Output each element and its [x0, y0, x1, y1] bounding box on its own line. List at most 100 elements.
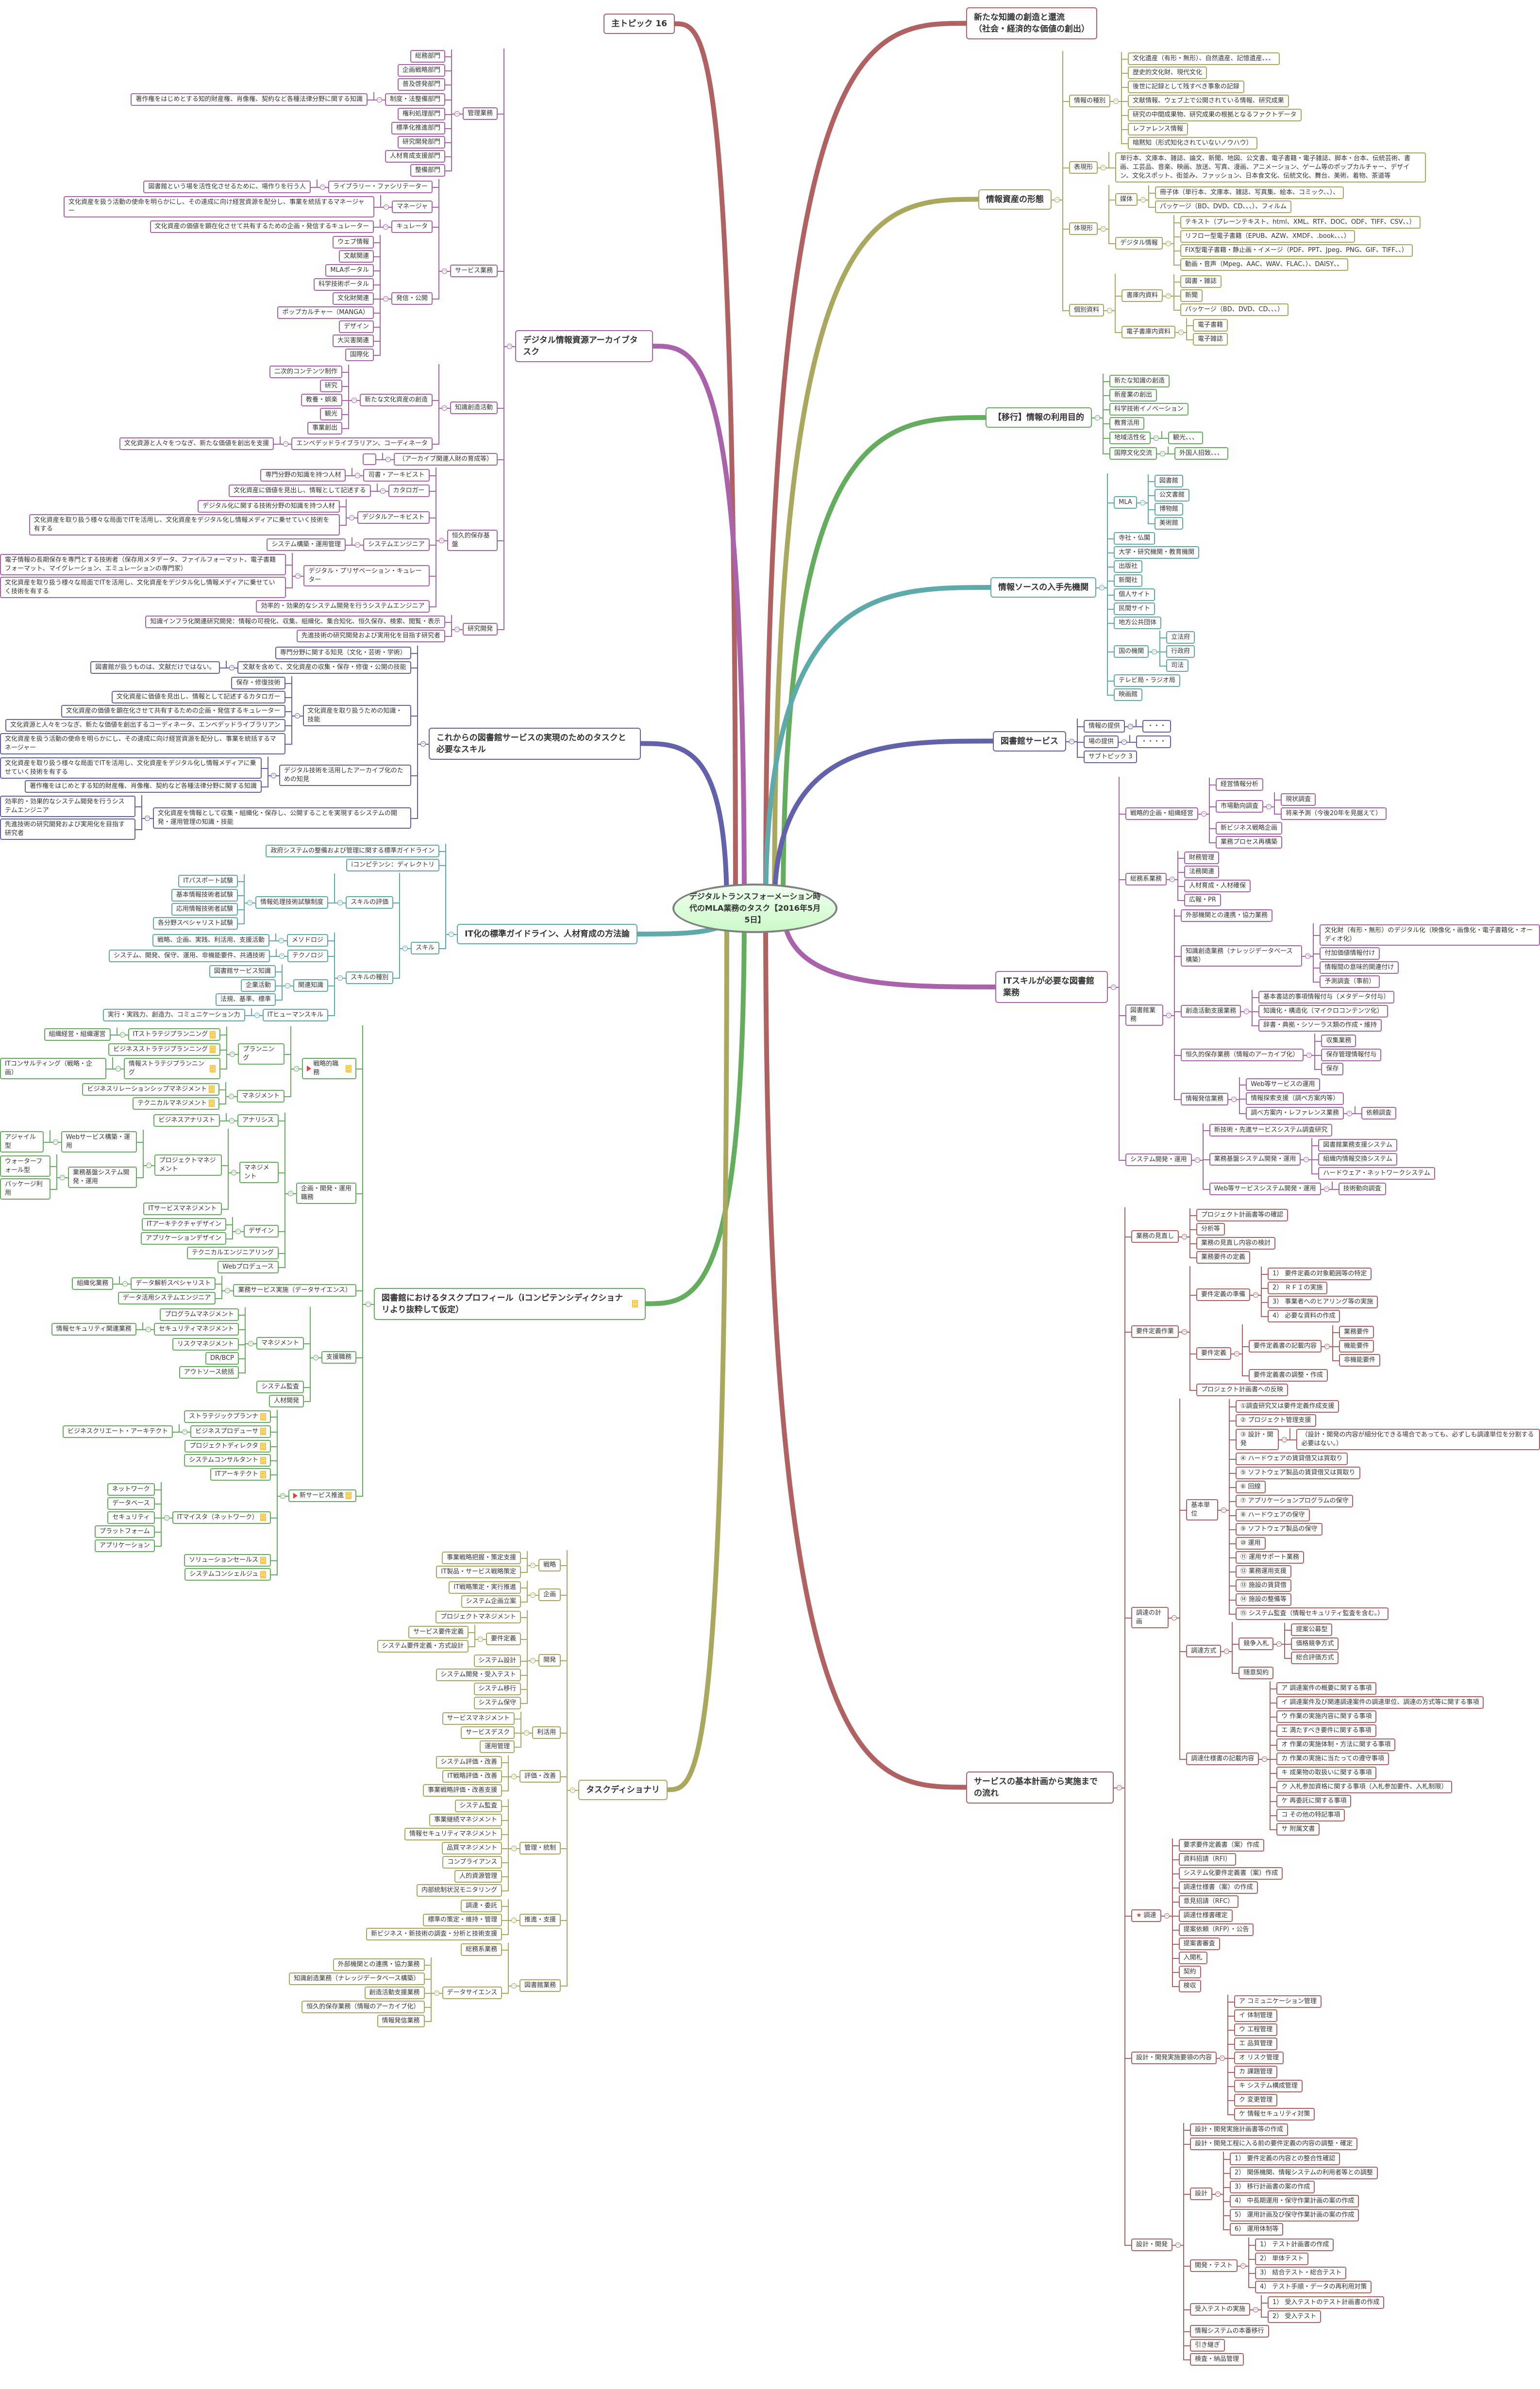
collapse-toggle[interactable]: −: [122, 1281, 128, 1286]
topic-node[interactable]: 表現形: [1069, 161, 1098, 174]
topic-node[interactable]: 法規、基準、標準: [216, 993, 276, 1006]
topic-node[interactable]: ITパスポート試験: [178, 875, 238, 887]
topic-node[interactable]: 情報システムの本番移行: [1189, 2325, 1269, 2338]
topic-node[interactable]: メソドロジ: [287, 934, 329, 947]
collapse-toggle[interactable]: −: [283, 441, 289, 447]
topic-node[interactable]: リフロー型電子書籍（EPUB、AZW、XMDF、.book、、、）: [1180, 230, 1355, 243]
topic-node[interactable]: コ その他の特記事項: [1276, 1808, 1345, 1821]
topic-node[interactable]: 4） テスト手順・データの再利用対策: [1255, 2280, 1372, 2293]
topic-node[interactable]: プログラムマネジメント: [160, 1308, 239, 1321]
collapse-toggle[interactable]: −: [420, 741, 426, 747]
topic-node[interactable]: ソリューションセールス: [184, 1554, 271, 1567]
topic-node[interactable]: 図書館: [1154, 475, 1183, 487]
topic-node[interactable]: 知識創造活動: [450, 401, 498, 414]
collapse-toggle[interactable]: −: [1282, 1437, 1288, 1442]
topic-node[interactable]: ⑬ 施設の賃貸借: [1235, 1579, 1291, 1592]
topic-node[interactable]: 文化遺産（有形・無形）、自然遺産、記憶遺産、、、: [1128, 52, 1280, 65]
collapse-toggle[interactable]: −: [1101, 226, 1106, 232]
topic-node[interactable]: 組織経営・組織運営: [44, 1028, 111, 1041]
topic-node[interactable]: 文化財関連: [333, 292, 374, 305]
topic-node[interactable]: ケ 再委託に関する事項: [1276, 1794, 1352, 1807]
topic-node[interactable]: 1） 要件定義の対象範囲等の特定: [1267, 1267, 1372, 1280]
topic-node[interactable]: ITストラテジプランニング: [128, 1028, 221, 1041]
topic-node[interactable]: IT戦略策定・実行推進: [449, 1581, 521, 1594]
topic-node[interactable]: 事業創出: [307, 421, 343, 434]
topic-node[interactable]: 各分野スペシャリスト試験: [152, 917, 238, 930]
topic-node[interactable]: 体現形: [1069, 222, 1098, 235]
topic-node[interactable]: 調べ方案内・レファレンス業務: [1246, 1107, 1344, 1119]
topic-node[interactable]: 要件定義: [486, 1633, 521, 1645]
topic-node[interactable]: 歴史的文化財、現代文化: [1128, 67, 1207, 79]
topic-node[interactable]: 政府システムの整備および管理に関する標準ガイドライン: [266, 844, 440, 857]
topic-node[interactable]: 1） 受入テストのテスト計画書の作成: [1267, 2296, 1385, 2309]
collapse-toggle[interactable]: −: [511, 1846, 517, 1851]
topic-node[interactable]: ケ 情報セキュリティ対策: [1234, 2108, 1315, 2121]
topic-node[interactable]: ITマイスタ（ネットワーク）: [172, 1511, 271, 1524]
topic-node[interactable]: テレビ局・ラジオ局: [1114, 674, 1180, 687]
topic-node[interactable]: 民間サイト: [1114, 602, 1155, 615]
collapse-toggle[interactable]: −: [438, 538, 444, 543]
topic-node[interactable]: スキル: [411, 942, 440, 954]
topic-node[interactable]: 6） 運用体制等: [1229, 2222, 1284, 2236]
topic-node[interactable]: 新聞社: [1114, 574, 1143, 587]
collapse-toggle[interactable]: −: [145, 1327, 151, 1332]
topic-node[interactable]: 調達方式: [1186, 1644, 1222, 1657]
topic-node[interactable]: 電子書籍: [1193, 318, 1228, 332]
topic-node[interactable]: テキスト（プレーンテキスト、html、XML、RTF、DOC、ODF、TIFF、…: [1180, 216, 1421, 229]
topic-node[interactable]: キ 成果物の取扱いに関する事項: [1276, 1766, 1377, 1779]
topic-node[interactable]: 設計・開発工程に入る前の要件定義の内容の調整・確定: [1189, 2138, 1357, 2150]
topic-node[interactable]: 情報の種別: [1069, 95, 1111, 107]
collapse-toggle[interactable]: −: [1240, 2263, 1246, 2269]
topic-node[interactable]: ⑮ システム監査（情報セキュリティ監査を含む。）: [1235, 1607, 1389, 1620]
topic-node[interactable]: ⑧ ハードウェアの保守: [1235, 1508, 1310, 1521]
topic-node[interactable]: セキュリティ: [107, 1511, 155, 1524]
topic-node[interactable]: アナリシス: [237, 1114, 279, 1127]
topic-node[interactable]: 提案書審査: [1178, 1938, 1220, 1950]
collapse-toggle[interactable]: −: [59, 1175, 65, 1180]
topic-node[interactable]: ⑦ アプリケーションプログラムの保守: [1235, 1494, 1354, 1507]
main-topic[interactable]: 主トピック 16: [603, 14, 675, 34]
main-topic[interactable]: ITスキルが必要な図書館業務: [995, 971, 1108, 1003]
main-topic[interactable]: 図書館サービス: [993, 731, 1066, 752]
collapse-toggle[interactable]: −: [1266, 804, 1272, 809]
topic-node[interactable]: 引き継ぎ: [1189, 2339, 1225, 2352]
topic-node[interactable]: テクニカルエンジニアリング: [186, 1247, 279, 1259]
collapse-toggle[interactable]: −: [235, 1229, 241, 1234]
topic-node[interactable]: 電子雑誌: [1193, 333, 1228, 346]
topic-node[interactable]: デジタル・プリザベーション・キュレーター: [303, 565, 430, 586]
topic-node[interactable]: アプリケーション: [94, 1539, 155, 1552]
collapse-toggle[interactable]: −: [270, 772, 276, 778]
topic-node[interactable]: 3） 移行計画書の案の作成: [1229, 2180, 1315, 2193]
topic-node[interactable]: 調達・委託: [461, 1900, 502, 1912]
topic-node[interactable]: ② プロジェクト管理支援: [1235, 1414, 1316, 1427]
topic-node[interactable]: 5） 運用計画及び保守作業計画の案の作成: [1229, 2208, 1359, 2222]
topic-node[interactable]: 要件定義の準備: [1196, 1288, 1250, 1301]
topic-node[interactable]: プラットフォーム: [94, 1525, 155, 1538]
topic-node[interactable]: プロジェクトマネジメント: [435, 1611, 521, 1623]
topic-node[interactable]: Web等サービスシステム開発・運用: [1209, 1182, 1321, 1195]
topic-node[interactable]: システム監査: [454, 1800, 502, 1812]
topic-node[interactable]: 文化資産の価値を顕在化させて共有するための企画・発信するキュレーター: [150, 220, 374, 233]
collapse-toggle[interactable]: −: [1113, 99, 1119, 104]
topic-node[interactable]: スキルの評価: [346, 896, 394, 909]
topic-node[interactable]: 機能要件: [1339, 1340, 1374, 1353]
topic-node[interactable]: 立法府: [1166, 631, 1195, 644]
topic-node[interactable]: キュレータ: [391, 220, 433, 233]
topic-node[interactable]: 効率的・効果的なシステム開発を行うシステムエンジニア: [256, 600, 430, 613]
topic-node[interactable]: ク 変更管理: [1234, 2094, 1278, 2106]
topic-node[interactable]: 地域活性化: [1109, 432, 1151, 444]
collapse-toggle[interactable]: −: [279, 938, 285, 943]
topic-node[interactable]: ウ 工程管理: [1234, 2023, 1278, 2036]
collapse-toggle[interactable]: −: [115, 1066, 121, 1071]
topic-node[interactable]: ①調査研究又は要件定義作成支援: [1235, 1400, 1339, 1413]
topic-node[interactable]: 文献情報、ウェブ上で公開されている情報、研究成果: [1128, 95, 1289, 107]
topic-node[interactable]: 知識創造業務（ナレッジデータベース構築）: [1181, 945, 1303, 967]
topic-node[interactable]: 設計・開発: [1131, 2238, 1172, 2251]
topic-node[interactable]: 付加価値情報付け: [1320, 947, 1380, 960]
topic-node[interactable]: 辞書・典拠・シソーラス類の作成・維持: [1258, 1019, 1382, 1032]
topic-node[interactable]: 業務基盤システム開発・運用: [67, 1167, 137, 1188]
topic-node[interactable]: 二次的コンテンツ制作: [269, 365, 343, 378]
topic-node[interactable]: 設計・開発実施要領の内容: [1131, 2052, 1217, 2064]
collapse-toggle[interactable]: −: [434, 1990, 439, 1996]
topic-node[interactable]: 文化資産を取り扱うための知識・技能: [302, 705, 411, 726]
